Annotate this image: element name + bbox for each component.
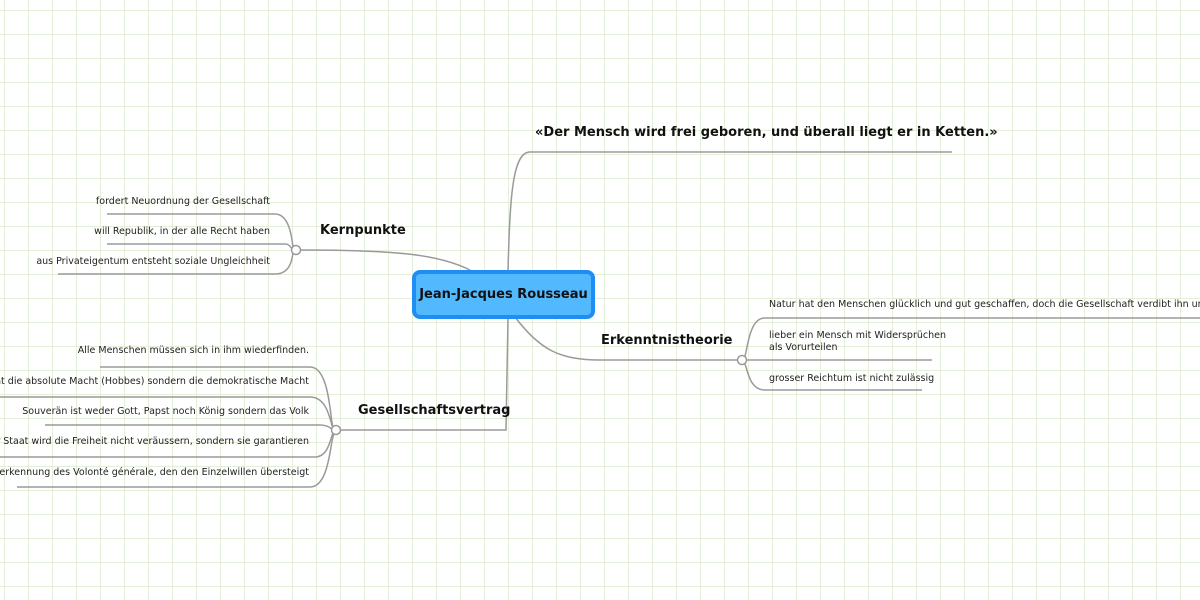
leaf-kernpunkte-3[interactable]: aus Privateigentum entsteht soziale Ungl…	[36, 256, 270, 267]
link-gv-2	[0, 396, 334, 429]
node-gesellschaftsvertrag[interactable]: Gesellschaftsvertrag	[358, 403, 511, 418]
collapse-toggle-gesellschaftsvertrag[interactable]	[330, 424, 342, 436]
leaf-et-1[interactable]: Natur hat den Menschen glücklich und gut…	[769, 299, 1200, 310]
link-kernpunkte-2	[107, 243, 293, 250]
link-erkenntnistheorie	[514, 316, 738, 361]
node-kernpunkte[interactable]: Kernpunkte	[320, 223, 406, 238]
leaf-et-2-line-2: als Vorurteilen	[769, 342, 838, 353]
link-gv-4	[0, 432, 334, 458]
link-gv-3	[45, 424, 333, 430]
link-kernpunkte-3	[58, 252, 294, 275]
link-gv-5	[17, 433, 335, 488]
link-et-1	[744, 317, 1200, 357]
node-erkenntnistheorie[interactable]: Erkenntnistheorie	[601, 333, 733, 348]
leaf-gv-5[interactable]: Anerkennung des Volonté générale, den de…	[0, 467, 309, 478]
link-kernpunkte-1	[107, 213, 294, 248]
link-quote	[507, 151, 952, 271]
leaf-gv-4[interactable]: sozialer Staat wird die Freiheit nicht v…	[0, 436, 309, 447]
leaf-kernpunkte-2[interactable]: will Republik, in der alle Recht haben	[94, 226, 270, 237]
leaf-gv-2[interactable]: iert nicht die absolute Macht (Hobbes) s…	[0, 376, 309, 387]
leaf-et-2[interactable]: lieber ein Mensch mit Widersprüchen als …	[769, 330, 946, 354]
leaf-gv-1[interactable]: Alle Menschen müssen sich in ihm wiederf…	[77, 345, 309, 356]
central-node[interactable]: Jean-Jacques Rousseau	[412, 270, 595, 319]
link-et-3	[744, 363, 922, 391]
leaf-et-3[interactable]: grosser Reichtum ist nicht zulässig	[769, 373, 935, 384]
link-gesellschaftsvertrag	[340, 316, 509, 431]
leaf-et-2-line-1: lieber ein Mensch mit Widersprüchen	[769, 330, 946, 341]
leaf-kernpunkte-1[interactable]: fordert Neuordnung der Gesellschaft	[95, 196, 270, 207]
link-kernpunkte	[299, 249, 471, 271]
collapse-toggle-kernpunkte[interactable]	[290, 244, 302, 256]
collapse-toggle-erkenntnistheorie[interactable]	[736, 354, 748, 366]
node-quote[interactable]: «Der Mensch wird frei geboren, und übera…	[535, 125, 998, 140]
central-node-label: Jean-Jacques Rousseau	[419, 287, 588, 302]
leaf-gv-3[interactable]: Souverän ist weder Gott, Papst noch Köni…	[22, 406, 309, 417]
